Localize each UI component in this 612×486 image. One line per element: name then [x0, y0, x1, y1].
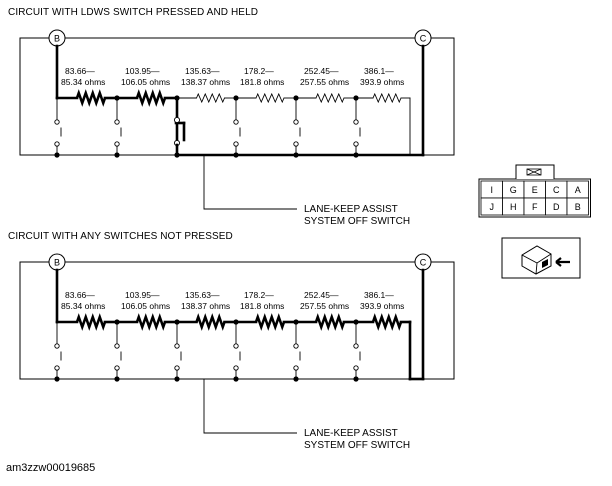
switch-contact — [54, 343, 60, 349]
resistor-6 — [371, 313, 403, 331]
switch-contact — [114, 365, 120, 371]
resistor-value-unit-2: 106.05 ohms — [121, 301, 170, 311]
switch-contact — [233, 141, 239, 147]
resistor-1 — [75, 313, 107, 331]
circuit-title-pressed: CIRCUIT WITH LDWS SWITCH PRESSED AND HEL… — [8, 7, 259, 18]
resistor-value-unit-2: 106.05 ohms — [121, 77, 170, 87]
connector-pinout: I G E C A J H F D B — [478, 164, 591, 218]
callout-leader — [203, 379, 297, 434]
switch-contact — [54, 141, 60, 147]
connector-edge-sketch — [521, 253, 552, 275]
resistor-value-unit-5: 257.55 ohms — [300, 301, 349, 311]
resistor-value-5: 252.45— — [304, 66, 339, 76]
resistor-value-unit-4: 181.8 ohms — [240, 301, 284, 311]
resistor-6 — [372, 92, 402, 104]
connector-pin — [566, 197, 589, 216]
switch-contact — [54, 365, 60, 371]
switch-contact — [173, 116, 181, 124]
switch-contact — [114, 343, 120, 349]
connector-pin-label: B — [575, 202, 581, 212]
resistor-value-6: 386.1— — [364, 66, 394, 76]
circuit-not-pressed: B C 83.66—85.34 ohms 103.95—106.05 ohms 135.… — [19, 253, 455, 451]
resistor-value-6: 386.1— — [364, 290, 394, 300]
resistor-value-unit-4: 181.8 ohms — [240, 77, 284, 87]
resistor-4 — [255, 92, 285, 104]
connector-pin-label: H — [510, 202, 517, 212]
resistor-value-4: 178.2— — [244, 290, 274, 300]
resistor-value-unit-3: 138.37 ohms — [181, 301, 230, 311]
switch-contact — [114, 119, 120, 125]
connector-pin-label: E — [532, 185, 538, 195]
resistor-2 — [135, 313, 167, 331]
connector-pin-label: G — [510, 185, 517, 195]
connector-lock-icon — [526, 168, 542, 176]
resistor-2 — [135, 89, 167, 107]
resistor-value-4: 178.2— — [244, 66, 274, 76]
switch-contact — [353, 343, 359, 349]
callout-lka-line1: LANE-KEEP ASSIST — [304, 204, 398, 215]
connector-face-sketch — [542, 259, 548, 268]
resistor-3 — [196, 92, 225, 104]
resistor-value-unit-6: 393.9 ohms — [360, 77, 404, 87]
callout-lka-line2: SYSTEM OFF SWITCH — [304, 440, 410, 451]
switch-contact — [293, 343, 299, 349]
callout-leader — [203, 155, 297, 210]
resistor-3 — [195, 313, 226, 331]
resistor-value-1: 83.66— — [65, 66, 95, 76]
arrow-icon — [555, 257, 570, 267]
switch-contact — [293, 365, 299, 371]
resistor-value-unit-1: 85.34 ohms — [61, 301, 105, 311]
node-c-label: C — [420, 34, 427, 44]
connector-pin-label: D — [553, 202, 560, 212]
resistor-value-3: 135.63— — [185, 66, 220, 76]
node-b-label: B — [54, 258, 60, 268]
connector-pin-label: C — [553, 185, 560, 195]
circuit-title-not-pressed: CIRCUIT WITH ANY SWITCHES NOT PRESSED — [8, 231, 233, 242]
switch-contact — [353, 141, 359, 147]
switch-contact — [114, 141, 120, 147]
callout-lka-line2: SYSTEM OFF SWITCH — [304, 216, 410, 227]
image-id: am3zzw00019685 — [6, 462, 96, 474]
resistor-value-5: 252.45— — [304, 290, 339, 300]
resistor-value-2: 103.95— — [125, 66, 160, 76]
resistor-value-unit-3: 138.37 ohms — [181, 77, 230, 87]
resistor-4 — [254, 313, 286, 331]
switch-contact — [174, 343, 180, 349]
resistor-value-unit-6: 393.9 ohms — [360, 301, 404, 311]
switch-contact — [233, 365, 239, 371]
switch-contact — [174, 365, 180, 371]
resistor-value-2: 103.95— — [125, 290, 160, 300]
resistor-1 — [75, 89, 107, 107]
switch-contact — [233, 343, 239, 349]
node-c-label: C — [420, 258, 427, 268]
connector-pin-label: J — [490, 202, 495, 212]
resistor-value-unit-1: 85.34 ohms — [61, 77, 105, 87]
switch-contact — [54, 119, 60, 125]
connector-view-icon — [501, 237, 581, 279]
switch-contact — [233, 119, 239, 125]
switch-contact — [353, 365, 359, 371]
connector-pin-label: A — [575, 185, 581, 195]
switch-contact — [293, 141, 299, 147]
node-b-label: B — [54, 34, 60, 44]
switch-contact — [353, 119, 359, 125]
resistor-5 — [314, 313, 346, 331]
switch-contact — [293, 119, 299, 125]
connector-pin-label: F — [532, 202, 538, 212]
resistor-value-1: 83.66— — [65, 290, 95, 300]
resistor-5 — [315, 92, 345, 104]
connector-pin-label: I — [490, 185, 493, 195]
circuit-pressed: B C 83.66—85.34 ohms 103.95—106.05 ohms 135.… — [19, 29, 455, 227]
resistor-value-unit-5: 257.55 ohms — [300, 77, 349, 87]
callout-lka-line1: LANE-KEEP ASSIST — [304, 428, 398, 439]
resistor-value-3: 135.63— — [185, 290, 220, 300]
